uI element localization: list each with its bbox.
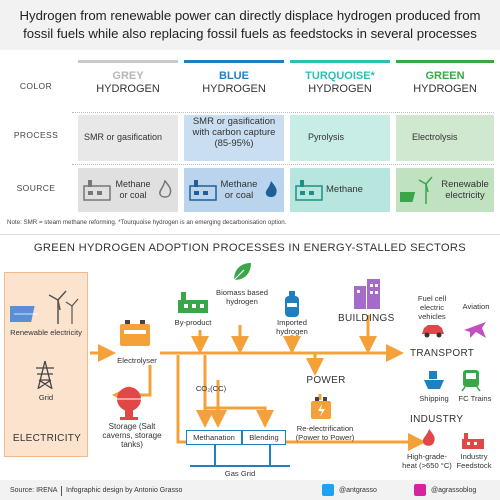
factory-icon [462,433,484,449]
reelectrification-label: Re-electrification (Power to Power) [295,424,355,442]
twitter-icon [322,484,334,496]
col-grey-top-bar [78,60,178,63]
col-grey-heading: GREY HYDROGEN [78,70,178,96]
blending-box: Blending [242,430,286,445]
solar-wind-icon [400,176,433,204]
col-grey-process-cell: SMR or gasification [78,115,178,161]
electrolyser-label: Electrolyser [117,356,157,365]
col-green-source-cell: Renewable electricity [396,168,494,212]
battery-icon [311,397,331,419]
col-grey-source-cell: Methane or coal [78,168,178,212]
col-grey-suffix: HYDROGEN [96,83,160,95]
imported-hydrogen-label: Imported hydrogen [276,318,308,336]
col-green-process-cell: Electrolysis [396,115,494,161]
col-blue-top-bar [184,60,284,63]
instagram-handle[interactable]: @agrassoblog [431,487,477,494]
footer-bar [0,480,500,500]
byproduct-label: By-product [174,318,212,327]
biomass-label: Biomass based hydrogen [216,288,268,306]
col-turquoise-top-bar [290,60,390,63]
gas-grid-label: Gas Grid [224,469,256,478]
col-grey-source: Methane or coal [115,179,151,200]
shipping-label: Shipping [419,394,449,403]
transport-label: TRANSPORT [410,348,475,359]
factory-icon [178,292,208,313]
section-divider [0,234,500,235]
high-heat-label: High-grade-heat (>650 °C) [402,452,452,470]
buildings-icon [354,279,380,309]
row-label-color: COLOR [19,81,53,91]
electricity-label: ELECTRICITY [12,433,82,444]
co2-label: CO₂(CC) [195,384,227,393]
fc-trains-label: FC Trains [458,394,492,403]
grid-label: Grid [38,393,54,402]
col-blue-source-cell: Methane or coal [184,168,284,212]
col-green-process: Electrolysis [412,132,458,142]
col-turquoise-process-cell: Pyrolysis [290,115,390,161]
col-turquoise-suffix: HYDROGEN [308,83,372,95]
col-blue-source: Methane or coal [220,179,258,201]
col-grey-process: SMR or gasification [84,132,163,142]
factory-icon [83,180,111,201]
col-blue-process-cell: SMR or gasification with carbon capture … [184,115,284,161]
col-green-top-bar [396,60,494,63]
ship-icon [424,371,444,389]
col-turquoise-color-word: TURQUOISE* [305,70,375,82]
power-label: POWER [306,375,346,386]
row-divider [72,164,494,165]
fire-icon [159,180,172,198]
factory-icon [295,180,323,201]
aviation-label: Aviation [462,302,490,311]
table-note: Note: SMR = steam methane reforming. *To… [7,219,287,226]
col-turquoise-source: Methane [326,184,363,195]
col-blue-color-word: BLUE [219,70,249,82]
col-blue-suffix: HYDROGEN [202,83,266,95]
blending-label: Blending [249,433,279,442]
col-turquoise-source-cell: Methane [290,168,390,212]
col-turquoise-heading: TURQUOISE* HYDROGEN [290,70,390,96]
col-green-color-word: GREEN [425,70,465,82]
header-banner: Hydrogen from renewable power can direct… [0,0,500,50]
page-title: Hydrogen from renewable power can direct… [19,8,481,41]
storage-label: Storage (Salt caverns, storage tanks) [102,422,162,449]
car-icon [422,325,444,338]
row-label-source: SOURCE [16,183,56,193]
feedstock-label: Industry Feedstock [456,452,492,470]
diagram-title: GREEN HYDROGEN ADOPTION PROCESSES IN ENE… [33,242,467,254]
battery-icon [120,320,150,346]
col-green-source: Renewable electricity [441,179,489,201]
methanation-box: Methanation [186,430,242,445]
buildings-label: BUILDINGS [338,313,395,324]
renewable-electricity-label: Renewable electricity [10,328,82,337]
leaf-icon [233,263,251,281]
row-divider [72,112,494,113]
col-green-heading: GREEN HYDROGEN [396,70,494,96]
col-blue-heading: BLUE HYDROGEN [184,70,284,96]
storage-tank-icon [117,387,141,420]
footer-credit: Infographic design by Antonio Grasso [66,487,183,494]
gas-cylinder-icon [285,291,299,317]
col-green-suffix: HYDROGEN [413,83,477,95]
power-pylon-icon [36,360,54,390]
col-turquoise-process: Pyrolysis [308,132,345,142]
methanation-label: Methanation [193,433,235,442]
col-blue-process: SMR or gasification with carbon capture … [192,116,276,149]
industry-label: INDUSTRY [410,414,464,425]
col-grey-color-word: GREY [112,70,144,82]
solar-wind-icon [10,290,79,324]
fuel-cell-label: Fuel cell electric vehicles [417,294,447,321]
train-icon [461,370,481,392]
fire-icon [265,181,277,197]
airplane-icon [464,322,486,338]
twitter-handle[interactable]: @antgrasso [339,487,377,494]
footer-separator [61,486,62,496]
factory-icon [189,180,217,201]
instagram-icon [414,484,426,496]
row-label-process: PROCESS [13,130,59,140]
fire-icon [422,429,435,446]
footer-source: Source: IRENA [10,487,58,494]
